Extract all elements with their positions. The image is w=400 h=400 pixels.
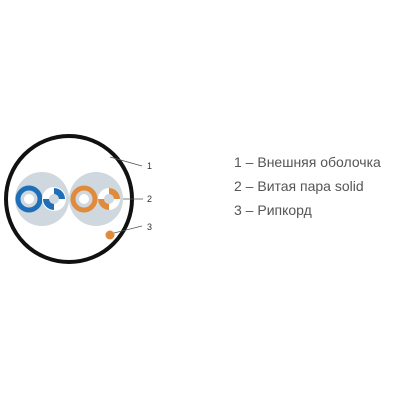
twisted-pair-blue <box>15 172 69 226</box>
conductor-core <box>79 194 89 204</box>
conductor-core <box>104 194 114 204</box>
conductor-insulation <box>70 185 98 213</box>
ripcord <box>105 230 115 240</box>
legend-item-twisted-pair: 2 – Витая пара solid <box>234 178 364 194</box>
callout-number-1: 1 <box>147 161 152 171</box>
callout-number-3: 3 <box>147 222 152 232</box>
legend: 1 – Внешняя оболочка 2 – Витая пара soli… <box>234 150 381 222</box>
callout-line-3 <box>113 225 143 234</box>
conductor-insulation <box>15 185 43 213</box>
conductor-core <box>24 194 34 204</box>
callout-number-2: 2 <box>147 194 152 204</box>
legend-item-outer-jacket: 1 – Внешняя оболочка <box>234 154 381 170</box>
callout-line-1 <box>109 156 143 167</box>
legend-item-ripcord: 3 – Рипкорд <box>234 202 312 218</box>
cable-cross-section-diagram: 1 2 3 <box>4 134 152 264</box>
twisted-pair-orange <box>69 172 123 226</box>
conductor-core <box>49 194 59 204</box>
